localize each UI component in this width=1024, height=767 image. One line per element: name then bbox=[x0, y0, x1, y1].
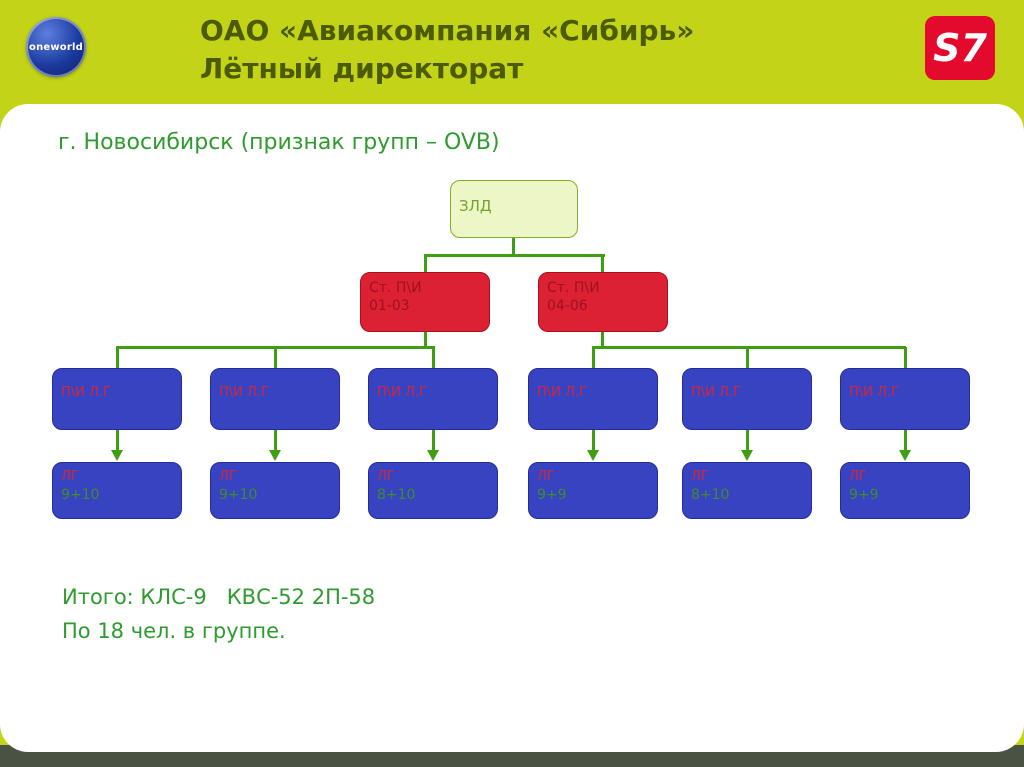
orgchart-flight-count: 8+10 bbox=[377, 487, 416, 503]
orgchart-instructor-label: П\И Л.Г bbox=[537, 385, 587, 400]
orgchart-instructor-box-3: П\И Л.Г bbox=[368, 368, 498, 430]
slide-title: ОАО «Авиакомпания «Сибирь» Лётный директ… bbox=[200, 12, 694, 88]
orgchart-instructor-box-4: П\И Л.Г bbox=[528, 368, 658, 430]
connector-group2-drop1 bbox=[592, 347, 595, 368]
orgchart-flight-box-2: ЛГ 9+10 bbox=[210, 462, 340, 519]
slide-title-line2: Лётный директорат bbox=[200, 52, 524, 85]
connector-arrow-line-1 bbox=[116, 430, 119, 451]
connector-group2-drop3 bbox=[904, 347, 907, 368]
orgchart-flight-label: ЛГ bbox=[377, 469, 395, 484]
orgchart-flight-label: ЛГ bbox=[61, 469, 79, 484]
connector-arrow-line-2 bbox=[274, 430, 277, 451]
connector-arrow-line-5 bbox=[746, 430, 749, 451]
orgchart-instructor-label: П\И Л.Г bbox=[219, 385, 269, 400]
connector-group1-drop3 bbox=[432, 347, 435, 368]
connector-arrow-line-6 bbox=[904, 430, 907, 451]
orgchart-instructor-label: П\И Л.Г bbox=[849, 385, 899, 400]
connector-group2-down bbox=[601, 331, 604, 347]
connector-arrow-line-4 bbox=[592, 430, 595, 451]
orgchart-instructor-label: П\И Л.Г bbox=[61, 385, 111, 400]
orgchart-flight-box-4: ЛГ 9+9 bbox=[528, 462, 658, 519]
connector-group2-drop2 bbox=[746, 347, 749, 368]
orgchart-instructor-box-5: П\И Л.Г bbox=[682, 368, 812, 430]
orgchart-group1-box: Ст. П\И 01-03 bbox=[360, 272, 490, 332]
orgchart-group1-line2: 01-03 bbox=[369, 298, 410, 314]
orgchart-flight-box-6: ЛГ 9+9 bbox=[840, 462, 970, 519]
orgchart-instructor-label: П\И Л.Г bbox=[691, 385, 741, 400]
orgchart-flight-label: ЛГ bbox=[849, 469, 867, 484]
orgchart-instructor-box-2: П\И Л.Г bbox=[210, 368, 340, 430]
orgchart-root-label: ЗЛД bbox=[459, 197, 492, 215]
orgchart-group2-box: Ст. П\И 04-06 bbox=[538, 272, 668, 332]
orgchart-flight-count: 9+9 bbox=[537, 487, 567, 503]
orgchart-group2-line1: Ст. П\И bbox=[547, 280, 600, 296]
s7-logo-text: S7 bbox=[933, 26, 987, 70]
orgchart-flight-box-1: ЛГ 9+10 bbox=[52, 462, 182, 519]
connector-root-down bbox=[512, 237, 515, 255]
connector-arrow-line-3 bbox=[432, 430, 435, 451]
subtitle: г. Новосибирск (признак групп – OVB) bbox=[58, 130, 500, 155]
arrow-down-icon bbox=[269, 450, 281, 461]
oneworld-logo-text: oneworld bbox=[29, 41, 83, 53]
connector-group1-drop2 bbox=[274, 347, 277, 368]
orgchart-flight-box-3: ЛГ 8+10 bbox=[368, 462, 498, 519]
orgchart-instructor-label: П\И Л.Г bbox=[377, 385, 427, 400]
connector-group2-split bbox=[592, 346, 906, 349]
orgchart-group2-line2: 04-06 bbox=[547, 298, 588, 314]
connector-group1-down bbox=[424, 331, 427, 347]
s7-logo-icon: S7 bbox=[925, 16, 995, 80]
arrow-down-icon bbox=[899, 450, 911, 461]
connector-group1-drop1 bbox=[116, 347, 119, 368]
arrow-down-icon bbox=[111, 450, 123, 461]
orgchart-group1-line1: Ст. П\И bbox=[369, 280, 422, 296]
orgchart-flight-count: 9+10 bbox=[61, 487, 100, 503]
oneworld-logo-icon: oneworld bbox=[26, 17, 86, 77]
arrow-down-icon bbox=[427, 450, 439, 461]
orgchart-instructor-box-1: П\И Л.Г bbox=[52, 368, 182, 430]
orgchart-flight-count: 9+10 bbox=[219, 487, 258, 503]
orgchart-flight-label: ЛГ bbox=[537, 469, 555, 484]
totals-line1: Итого: КЛС-9 КВС-52 2П-58 bbox=[62, 585, 376, 609]
orgchart-flight-label: ЛГ bbox=[691, 469, 709, 484]
slide-title-line1: ОАО «Авиакомпания «Сибирь» bbox=[200, 14, 695, 47]
orgchart-flight-count: 8+10 bbox=[691, 487, 730, 503]
arrow-down-icon bbox=[741, 450, 753, 461]
connector-to-group1 bbox=[424, 255, 427, 272]
arrow-down-icon bbox=[587, 450, 599, 461]
totals-line2: По 18 чел. в группе. bbox=[62, 619, 286, 643]
orgchart-root-box: ЗЛД bbox=[450, 180, 578, 238]
orgchart-flight-label: ЛГ bbox=[219, 469, 237, 484]
orgchart-instructor-box-6: П\И Л.Г bbox=[840, 368, 970, 430]
connector-top-split bbox=[424, 254, 605, 257]
orgchart-flight-box-5: ЛГ 8+10 bbox=[682, 462, 812, 519]
connector-to-group2 bbox=[601, 255, 604, 272]
orgchart-flight-count: 9+9 bbox=[849, 487, 879, 503]
